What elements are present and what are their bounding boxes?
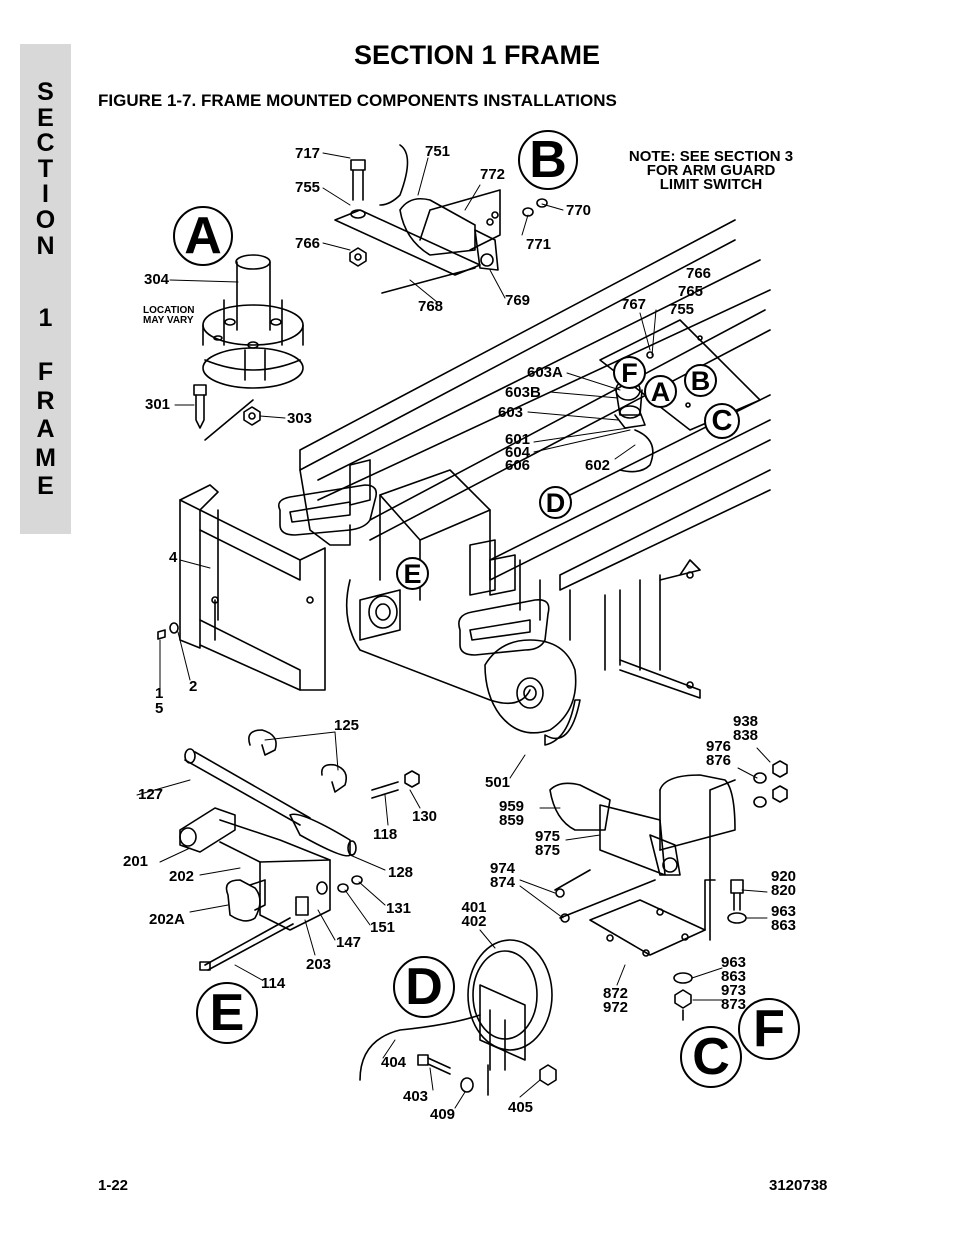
detail-a-big: A [173, 206, 233, 266]
side-tab-letter: F [37, 358, 54, 386]
document-number: 3120738 [769, 1177, 828, 1194]
side-tab-letter: T [37, 154, 54, 183]
callout-976-876: 976 876 [706, 738, 732, 769]
lower-switch-detail [549, 760, 788, 1021]
callout-303: 303 [287, 410, 313, 427]
callout-770: 770 [566, 202, 592, 219]
stop-bracket [157, 484, 326, 691]
note-line: FOR ARM GUARD [646, 162, 776, 179]
callout-975-875: 975 875 [535, 828, 561, 859]
leader-lines [136, 152, 771, 1109]
detail-d-big: D [393, 956, 455, 1018]
side-tab-letter: I [42, 180, 49, 209]
side-tab-letter: A [36, 415, 55, 443]
frame-legs [604, 559, 701, 699]
detail-c-marker: C [704, 403, 740, 439]
side-tab-letter: O [35, 206, 56, 234]
callout-202: 202 [169, 868, 195, 885]
note-line: NOTE: SEE SECTION 3 [628, 148, 794, 165]
side-tab-letter: S [37, 78, 54, 106]
callout-304: 304 [144, 271, 170, 288]
cross-member [277, 459, 550, 656]
note-line: LIMIT SWITCH [659, 176, 763, 193]
detail-f-big: F [738, 998, 800, 1060]
callout-130: 130 [412, 808, 438, 825]
pivot-pin-detail [193, 254, 304, 441]
callout-151: 151 [370, 919, 396, 936]
callout-765: 765 [678, 283, 704, 300]
callout-766: 766 [686, 265, 712, 282]
callout-401-402: 401 402 [461, 899, 487, 930]
side-tab-letter: E [37, 472, 54, 500]
detail-a-marker: A [644, 375, 677, 408]
callout-602: 602 [585, 457, 611, 474]
limit-switch-detail [334, 144, 548, 294]
callout-920-820: 920 820 [771, 868, 797, 899]
callout-771: 771 [526, 236, 552, 253]
callout-755: 755 [669, 301, 695, 318]
figure-title: FIGURE 1-7. FRAME MOUNTED COMPONENTS INS… [98, 91, 617, 110]
pivot-assembly [345, 579, 581, 746]
callout-767: 767 [621, 296, 647, 313]
callout-131: 131 [386, 900, 412, 917]
callout-301: 301 [145, 396, 171, 413]
arm-guard-note: NOTE: SEE SECTION 3 FOR ARM GUARD LIMIT … [600, 148, 822, 193]
callout-405: 405 [508, 1099, 534, 1116]
callout-118: 118 [373, 826, 398, 843]
callout-974-874: 974 874 [490, 860, 516, 891]
callout-501: 501 [485, 774, 511, 791]
callout-603a: 603A [527, 364, 563, 381]
side-tab-letter: E [37, 103, 54, 132]
callout-717: 717 [295, 145, 321, 162]
callout-404: 404 [381, 1054, 407, 1071]
side-tab-letter: N [36, 231, 55, 260]
callout-203: 203 [306, 956, 332, 973]
callout-201: 201 [123, 853, 149, 870]
cam-handle-detail [179, 729, 420, 971]
callout-963-863: 963 863 [771, 903, 797, 934]
callout-147: 147 [336, 934, 362, 951]
location-note: LOCATION MAY VARY [143, 305, 195, 326]
detail-e-big: E [196, 982, 258, 1044]
callout-963-863-973-873: 963 863 973 873 [721, 954, 747, 1013]
callout-755: 755 [295, 179, 321, 196]
callout-872-972: 872 972 [603, 985, 629, 1016]
callout-114: 114 [261, 975, 286, 992]
callout-2: 2 [189, 678, 198, 695]
detail-b-marker: B [684, 364, 717, 397]
callout-766: 766 [295, 235, 321, 252]
side-tab-letter: 1 [38, 304, 53, 332]
pulley-detail [359, 939, 557, 1096]
callout-15: 1 5 [155, 685, 164, 717]
callout-128: 128 [388, 864, 414, 881]
detail-d-marker: D [539, 486, 572, 519]
detail-f-marker: F [613, 356, 646, 389]
callout-768: 768 [418, 298, 444, 315]
callout-403: 403 [403, 1088, 429, 1105]
callout-959-859: 959 859 [499, 798, 525, 829]
callout-409: 409 [430, 1106, 456, 1123]
callout-603: 603 [498, 404, 524, 421]
section-title: SECTION 1 FRAME [353, 40, 601, 70]
detail-c-big: C [680, 1026, 742, 1088]
detail-b-big: B [518, 130, 578, 190]
callout-769: 769 [505, 292, 531, 309]
callout-202a: 202A [149, 911, 185, 928]
side-tab-letter: M [35, 443, 56, 472]
sensor-mount [614, 379, 654, 473]
callout-125: 125 [334, 717, 360, 734]
section-side-tab [20, 44, 71, 534]
callout-751: 751 [425, 143, 451, 160]
side-tab-letter: C [36, 129, 55, 158]
detail-e-marker: E [396, 557, 429, 590]
callout-603b: 603B [505, 384, 541, 401]
callout-772: 772 [480, 166, 506, 183]
callout-601-604-606: 601 604 606 [505, 431, 531, 474]
callout-127: 127 [138, 786, 164, 803]
side-tab-letter: R [36, 386, 55, 415]
page-number: 1-22 [98, 1177, 129, 1194]
callout-938-838: 938 838 [733, 713, 759, 744]
callout-4: 4 [169, 549, 178, 566]
